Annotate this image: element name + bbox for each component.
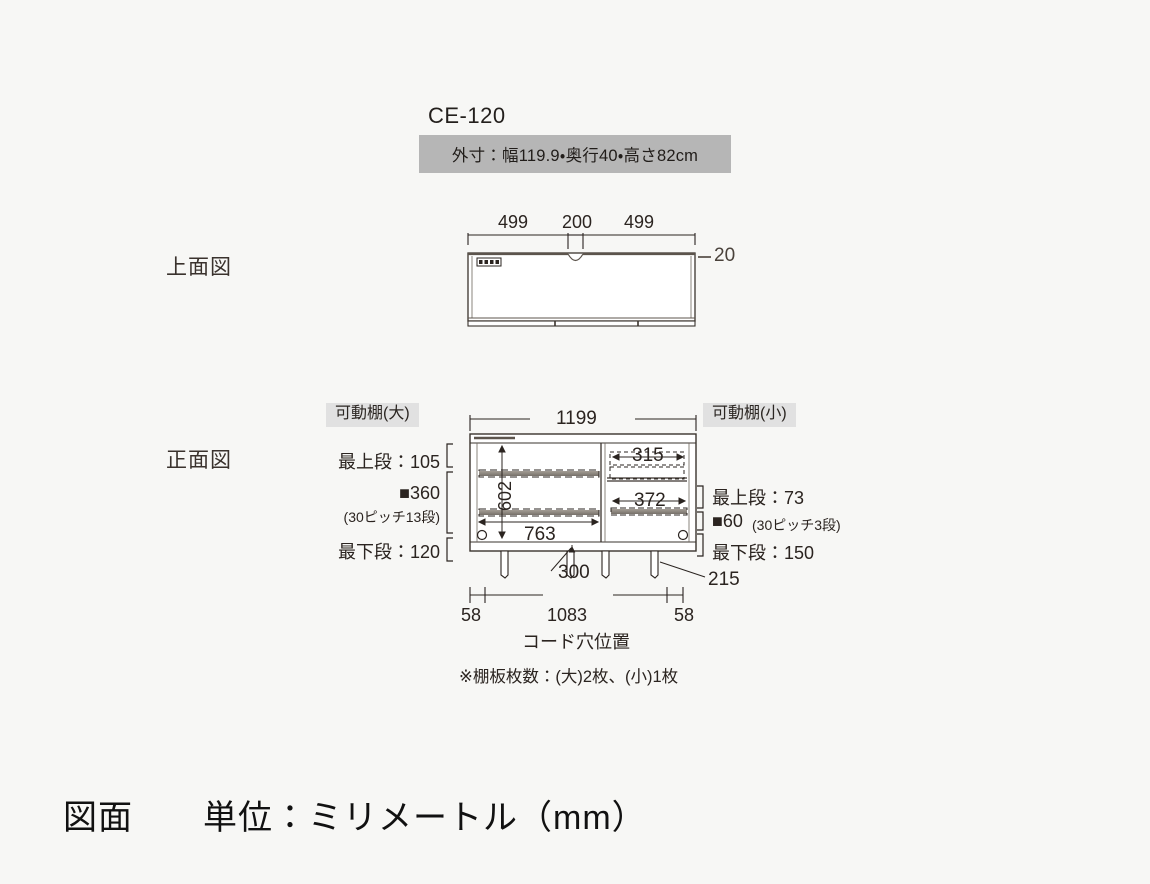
shelf-large-brackets bbox=[444, 440, 464, 565]
chip-shelf-large: 可動棚(大) bbox=[326, 403, 419, 427]
chip-shelf-small: 可動棚(小) bbox=[703, 403, 796, 427]
dim-right-upper-width: 315 bbox=[632, 445, 664, 466]
model-title: CE-120 bbox=[428, 103, 506, 128]
dim-foot-left: 58 bbox=[461, 605, 482, 625]
shelf-small-pitch-label: ■60 bbox=[712, 511, 743, 531]
dim-leg-inset: 215 bbox=[708, 569, 740, 590]
top-dim-left: 499 bbox=[498, 212, 529, 232]
shelf-small-top-label: 最上段：73 bbox=[712, 488, 805, 508]
dim-left-bay-width: 763 bbox=[524, 524, 556, 545]
dim-foot-span: 1083 bbox=[547, 605, 588, 625]
shelf-small-1 bbox=[610, 507, 688, 516]
shelf-large-bottom-label: 最下段：120 bbox=[337, 542, 440, 562]
shelf-large-pitch-sub: (30ピッチ13段) bbox=[343, 509, 440, 525]
shelf-small-pitch-sub: (30ピッチ3段) bbox=[752, 517, 841, 533]
shelf-small-brackets bbox=[693, 484, 711, 560]
shelf-large-top-label: 最上段：105 bbox=[337, 452, 440, 472]
shelf-large-1 bbox=[478, 469, 600, 478]
top-depth-note: 20 bbox=[714, 245, 736, 266]
shelf-count-footnote: ※棚板枚数：(大)2枚、(小)1枚 bbox=[459, 668, 679, 686]
legs bbox=[500, 550, 659, 579]
top-dim-right: 499 bbox=[624, 212, 655, 232]
dim-foot-right: 58 bbox=[674, 605, 695, 625]
view-label-front: 正面図 bbox=[166, 449, 232, 472]
spec-bar: 外寸：幅119.9・奥行40・高さ82cm bbox=[419, 135, 731, 173]
sheet-title: 図面 単位：ミリメートル（mm） bbox=[63, 799, 647, 837]
cord-hole-label: コード穴位置 bbox=[522, 632, 630, 652]
shelf-large-pitch-label: ■360 bbox=[399, 483, 440, 503]
shelf-small-bottom-label: 最下段：150 bbox=[712, 543, 815, 563]
front-view-drawing bbox=[455, 405, 755, 635]
right-upper-box bbox=[607, 451, 687, 482]
cord-hole-right bbox=[677, 529, 689, 541]
shelf-large-2 bbox=[478, 508, 600, 517]
top-dim-center: 200 bbox=[562, 212, 593, 232]
view-label-top: 上面図 bbox=[166, 256, 232, 279]
dim-right-lower-width: 372 bbox=[634, 490, 666, 511]
top-view-drawing bbox=[455, 205, 755, 345]
outlet-icon bbox=[476, 257, 502, 267]
cord-hole-left bbox=[476, 529, 488, 541]
dim-overall-width: 1199 bbox=[556, 408, 597, 429]
dim-leg-height: 300 bbox=[558, 562, 590, 583]
